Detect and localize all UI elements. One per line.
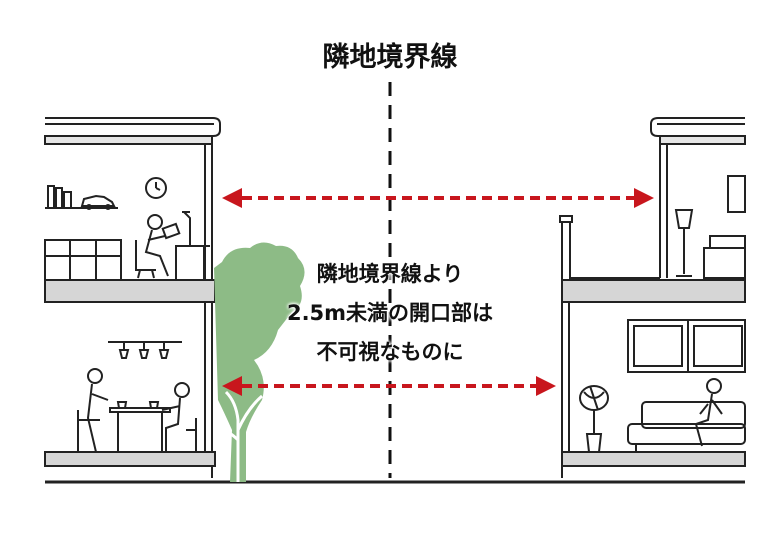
person-at-desk-icon xyxy=(135,211,210,281)
note-line-1: 隣地境界線より xyxy=(316,262,464,286)
floor-lamp-icon xyxy=(674,209,694,277)
window-icon xyxy=(627,175,746,373)
clock-icon xyxy=(145,177,167,199)
potted-plant-icon xyxy=(579,385,609,453)
left-building xyxy=(44,117,221,478)
dining-people-icon xyxy=(77,368,197,453)
right-building xyxy=(559,117,746,478)
tree-icon xyxy=(214,242,305,482)
pendant-lamp-icon xyxy=(108,341,182,359)
car-model-icon xyxy=(80,194,116,210)
bed-icon xyxy=(703,235,746,279)
note-line-2: 2.5m未満の開口部は xyxy=(286,301,494,325)
note-line-3: 不可視なものに xyxy=(316,340,464,364)
sofa-person-icon xyxy=(627,378,746,452)
regulation-note: 隣地境界線より 2.5m未満の開口部は 不可視なものに xyxy=(250,255,530,372)
boundary-line-label: 隣地境界線 xyxy=(280,42,500,74)
cabinet-icon xyxy=(44,239,122,281)
